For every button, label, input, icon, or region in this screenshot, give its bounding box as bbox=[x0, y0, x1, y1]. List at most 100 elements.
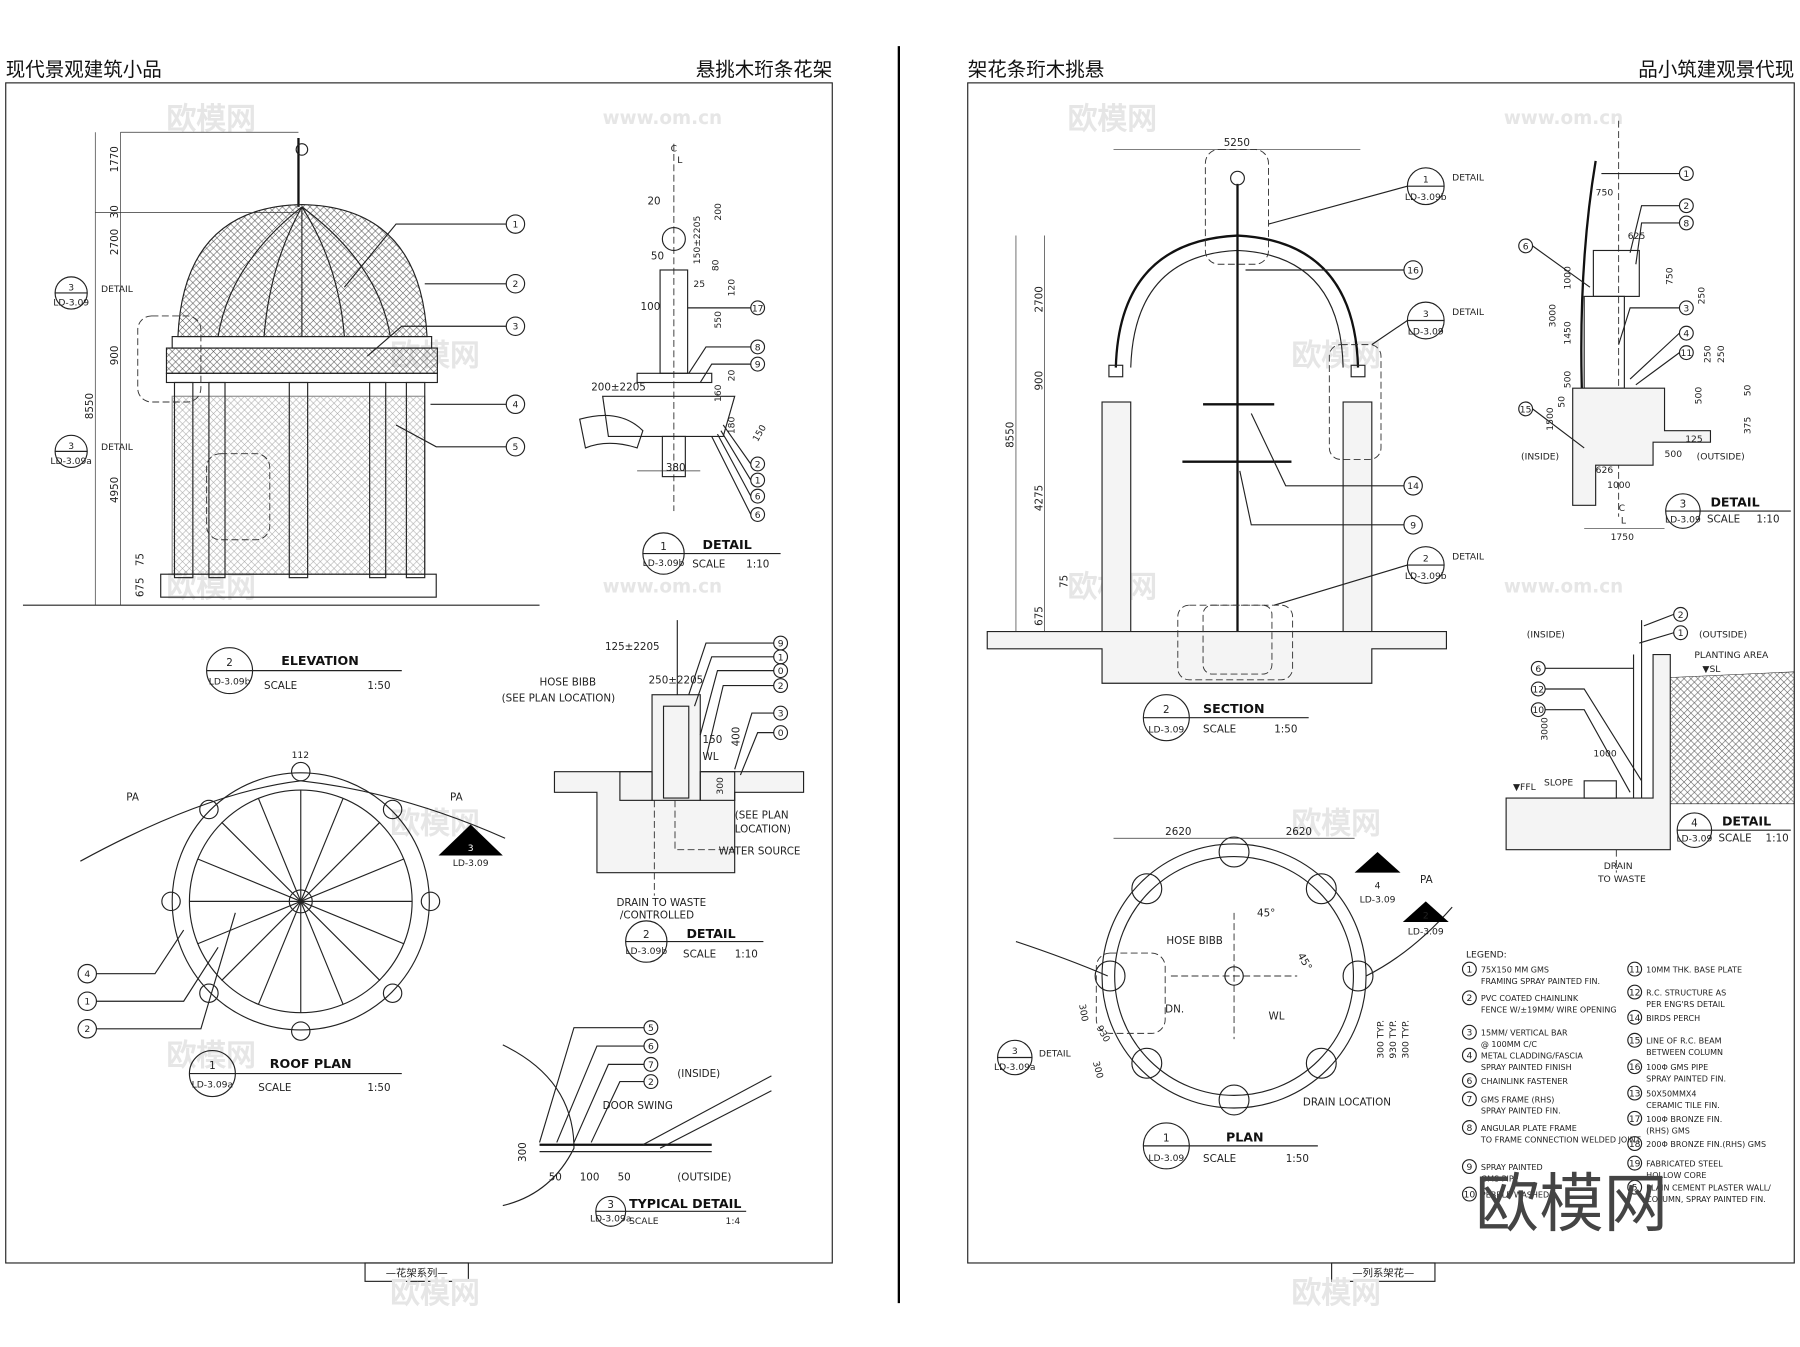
svg-text:SCALE: SCALE bbox=[692, 558, 725, 570]
svg-text:8550: 8550 bbox=[84, 393, 96, 419]
svg-text:DETAIL: DETAIL bbox=[1039, 1048, 1072, 1059]
svg-text:150±2205: 150±2205 bbox=[692, 216, 703, 265]
legend-item-text: ANGULAR PLATE FRAME bbox=[1481, 1124, 1577, 1133]
legend-item-marker bbox=[1627, 1032, 1643, 1048]
svg-text:1:50: 1:50 bbox=[1286, 1153, 1309, 1165]
roof-plan-drawing: PA PA 112 3 LD-3.09 412 bbox=[77, 750, 506, 1041]
legend-item-marker bbox=[1461, 1072, 1477, 1088]
legend-item-text: 50X50MMX4 bbox=[1646, 1090, 1696, 1099]
watermarks: 欧模网 www.om.cn 欧模网 www.om.cn 欧模网 欧模网 欧模网 … bbox=[166, 102, 1623, 1311]
svg-text:160: 160 bbox=[713, 384, 724, 402]
svg-text:www.om.cn: www.om.cn bbox=[1504, 577, 1623, 598]
legend-item-number: 11 bbox=[1629, 965, 1641, 976]
svg-text:2: 2 bbox=[755, 459, 761, 470]
svg-text:1: 1 bbox=[1683, 169, 1689, 180]
svg-text:125±2205: 125±2205 bbox=[605, 641, 660, 653]
legend-item-marker bbox=[1627, 1179, 1643, 1195]
svg-text:LD-3.09: LD-3.09 bbox=[1665, 515, 1701, 526]
svg-text:SLOPE: SLOPE bbox=[1544, 777, 1573, 788]
svg-text:DN.: DN. bbox=[1165, 1004, 1184, 1016]
svg-text:LD-3.09: LD-3.09 bbox=[1408, 927, 1444, 938]
svg-text:375: 375 bbox=[1743, 416, 1754, 434]
legend-item-number: 7 bbox=[1466, 1094, 1472, 1105]
legend-item-number: 18 bbox=[1629, 1139, 1641, 1150]
legend-item-number: 5 bbox=[1632, 1183, 1638, 1194]
legend-item-marker bbox=[1461, 961, 1477, 977]
legend-item-text: SPRAY PAINTED FIN. bbox=[1646, 1075, 1726, 1084]
svg-text:45°: 45° bbox=[1257, 907, 1275, 919]
svg-text:6: 6 bbox=[1535, 664, 1541, 675]
legend-item-text: 100Φ GMS PIPE bbox=[1646, 1063, 1708, 1072]
svg-text:3: 3 bbox=[513, 322, 519, 333]
svg-text:300: 300 bbox=[517, 1142, 529, 1162]
legend-item-text: @ 100MM C/C bbox=[1481, 1040, 1538, 1049]
legend-item-number: 19 bbox=[1629, 1159, 1641, 1170]
svg-text:C: C bbox=[1619, 503, 1625, 514]
svg-text:LD-3.09: LD-3.09 bbox=[1360, 895, 1396, 906]
svg-text:2: 2 bbox=[1423, 554, 1429, 565]
svg-text:LD-3.09b: LD-3.09b bbox=[1405, 571, 1447, 582]
svg-text:5: 5 bbox=[513, 442, 519, 453]
svg-text:1000: 1000 bbox=[1562, 266, 1573, 290]
svg-text:1: 1 bbox=[513, 220, 519, 231]
svg-text:2: 2 bbox=[84, 1024, 90, 1035]
svg-text:3: 3 bbox=[1680, 499, 1687, 511]
svg-text:DETAIL: DETAIL bbox=[101, 284, 134, 295]
svg-text:L: L bbox=[1621, 516, 1627, 527]
svg-text:25: 25 bbox=[693, 279, 705, 290]
svg-text:180: 180 bbox=[727, 416, 738, 434]
elevation-title-block: 2 LD-3.09b ELEVATION SCALE 1:50 bbox=[206, 647, 402, 695]
legend-item-text: BIRDS PERCH bbox=[1646, 1014, 1700, 1023]
svg-text:4: 4 bbox=[1375, 881, 1381, 892]
left-header-subtitle: 悬挑木珩条花架 bbox=[696, 58, 833, 81]
svg-text:75: 75 bbox=[134, 553, 146, 566]
svg-text:50: 50 bbox=[549, 1171, 562, 1183]
svg-text:LD-3.09b: LD-3.09b bbox=[209, 676, 251, 687]
legend-item-number: 3 bbox=[1466, 1028, 1472, 1039]
legend-item-number: 1 bbox=[1466, 965, 1472, 976]
svg-text:300: 300 bbox=[715, 777, 726, 795]
svg-text:3: 3 bbox=[68, 283, 74, 294]
svg-text:欧模网: 欧模网 bbox=[1291, 338, 1380, 373]
legend-item-number: 4 bbox=[1466, 1051, 1472, 1062]
svg-text:(OUTSIDE): (OUTSIDE) bbox=[1699, 629, 1747, 640]
svg-text:14: 14 bbox=[1407, 481, 1419, 492]
svg-text:PA: PA bbox=[450, 791, 463, 803]
svg-text:欧模网: 欧模网 bbox=[390, 1276, 479, 1311]
legend-item-text: SPRAY PAINTED FINISH bbox=[1481, 1063, 1572, 1072]
svg-text:30: 30 bbox=[109, 205, 121, 218]
svg-text:欧模网: 欧模网 bbox=[166, 1039, 255, 1074]
svg-text:675: 675 bbox=[134, 577, 146, 597]
legend-item-text: FRAMING SPRAY PAINTED FIN. bbox=[1481, 977, 1600, 986]
legend-item-number: 15 bbox=[1629, 1036, 1641, 1047]
svg-text:80: 80 bbox=[711, 259, 722, 271]
svg-text:75: 75 bbox=[1059, 575, 1071, 588]
svg-text:欧模网: 欧模网 bbox=[166, 102, 255, 137]
svg-text:20: 20 bbox=[647, 196, 660, 208]
svg-text:120: 120 bbox=[727, 279, 738, 297]
svg-text:2: 2 bbox=[226, 657, 233, 669]
legend-item-text: R.C. STRUCTURE AS bbox=[1646, 989, 1726, 998]
svg-text:SCALE: SCALE bbox=[264, 680, 297, 692]
legend-item-text: 75X150 MM GMS bbox=[1481, 966, 1549, 975]
right-footer: —列系架花— bbox=[1352, 1267, 1414, 1280]
left-sheet-border bbox=[5, 82, 833, 1264]
svg-text:16: 16 bbox=[1407, 265, 1419, 276]
left-footer-box bbox=[364, 1262, 469, 1282]
svg-text:▼SL: ▼SL bbox=[1702, 664, 1721, 675]
svg-text:930 TYP.: 930 TYP. bbox=[1388, 1020, 1399, 1059]
svg-text:DRAIN LOCATION: DRAIN LOCATION bbox=[1303, 1097, 1391, 1109]
svg-text:1:50: 1:50 bbox=[367, 680, 390, 692]
section-title-block: 2 LD-3.09 SECTION SCALE 1:50 bbox=[1142, 694, 1309, 742]
svg-text:2620: 2620 bbox=[1286, 826, 1312, 838]
svg-text:(SEE PLAN: (SEE PLAN bbox=[735, 810, 789, 822]
detail-4-title-block: 4 LD-3.09 DETAIL SCALE 1:10 bbox=[1676, 812, 1791, 848]
legend-item-marker bbox=[1461, 1047, 1477, 1063]
svg-text:500: 500 bbox=[1562, 371, 1573, 389]
svg-text:LD-3.09b: LD-3.09b bbox=[1405, 192, 1447, 203]
svg-text:DETAIL: DETAIL bbox=[1452, 307, 1485, 318]
detail-4-drawing: (INSIDE) (OUTSIDE) PLANTING AREA ▼SL ▼FF… bbox=[1505, 606, 1795, 885]
svg-text:SCALE: SCALE bbox=[1203, 724, 1236, 736]
svg-text:C: C bbox=[671, 144, 677, 155]
